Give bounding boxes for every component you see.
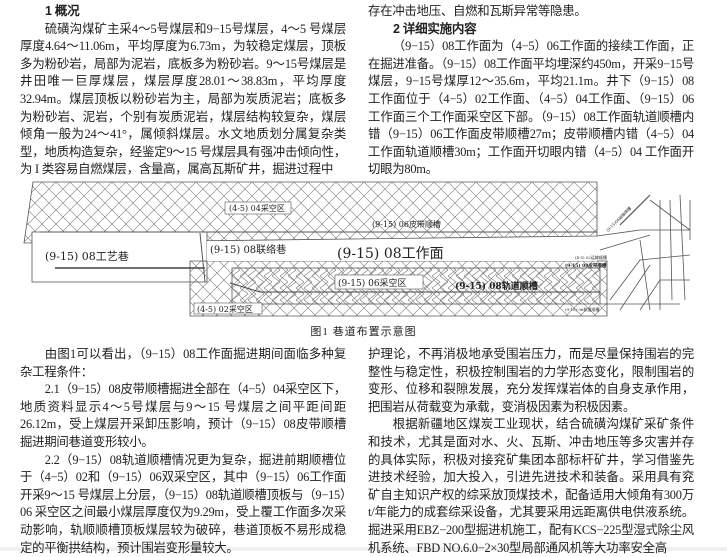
right-roadway-network: [596, 194, 691, 311]
label-craft-roadway: (9-15) 08工艺巷: [45, 250, 129, 263]
technology-paragraph: 根据新疆地区煤炭工业现状，结合硫磺沟煤矿采矿条件和技术，尤其是面对水、火、瓦斯、…: [368, 417, 694, 555]
label-working-face: (9-15) 08工作面: [337, 246, 444, 262]
right-column-top: 存在冲击地压、自燃和瓦斯异常等隐患。 2 详细实施内容 （9−15）08工作面为…: [368, 3, 694, 179]
support-theory-paragraph: 护理论，不再消极地承受围岩压力，而是尽量保持围岩的完整性与稳定性，积极控制围岩的…: [368, 347, 694, 414]
label-small-2: (9-15) 08皮带顺槽: [565, 262, 607, 269]
figure-caption: 图1 巷道布置示意图: [310, 326, 417, 338]
label-link-roadway: (9-15) 08联络巷: [210, 243, 286, 256]
left-column-top: 1 概况 硫磺沟煤矿主采4～5号煤层和9−15号煤层，4～5 号煤层厚度4.64…: [20, 3, 346, 179]
conditions-intro: 由图1可以看出，（9−15）08工作面掘进期间面临多种复杂工程条件：: [20, 347, 346, 379]
implementation-paragraph: （9−15）08工作面为（4−5）06工作面的接续工作面，正在掘进准备。（9−1…: [368, 39, 694, 177]
section-heading-implementation: 2 详细实施内容: [393, 21, 477, 36]
label-belt-06: (9-15) 06皮带顺槽: [372, 219, 441, 229]
label-small-1: (4-5) 02运输顺槽: [575, 254, 607, 260]
section-heading-overview: 1 概况: [45, 4, 80, 18]
label-small-4: (9-15)06运输顺槽: [604, 205, 632, 233]
page-bottom-strip: [0, 547, 727, 551]
overview-paragraph: 硫磺沟煤矿主采4～5号煤层和9−15号煤层，4～5 号煤层厚度4.64～11.0…: [20, 21, 346, 177]
left-column-bottom: 由图1可以看出，（9−15）08工作面掘进期间面临多种复杂工程条件： 2.1（9…: [20, 346, 346, 557]
right-column-bottom: 护理论，不再消极地承受围岩压力，而是尽量保持围岩的完整性与稳定性，积极控制围岩的…: [368, 346, 694, 557]
label-goaf-02: (4-5) 02采空区: [197, 304, 253, 314]
label-track-08: (9-15) 08轨道顺槽: [455, 280, 538, 292]
roadway-layout-figure: (4-5) 04采空区 (9-15) 06皮带顺槽 (9-15) 08工艺巷 (…: [23, 181, 691, 317]
label-goaf-04: (4-5) 04采空区: [229, 203, 285, 213]
label-goaf-06: (9-15) 06采空区: [338, 277, 407, 289]
label-small-3: (9-15) 06轨道顺槽: [565, 306, 599, 312]
working-face: [207, 241, 597, 261]
craft-roadway: [31, 231, 208, 283]
overview-paragraph-continued: 存在冲击地压、自燃和瓦斯异常等隐患。: [368, 4, 587, 18]
condition-2-1: 2.1（9−15）08皮带顺槽掘进全部在（4−5）04采空区下，地质资料显示4～…: [20, 382, 346, 449]
condition-2-2: 2.2（9−15）08轨道顺槽情况更为复杂，掘进前期顺槽位于（4−5）02和（9…: [20, 452, 346, 555]
